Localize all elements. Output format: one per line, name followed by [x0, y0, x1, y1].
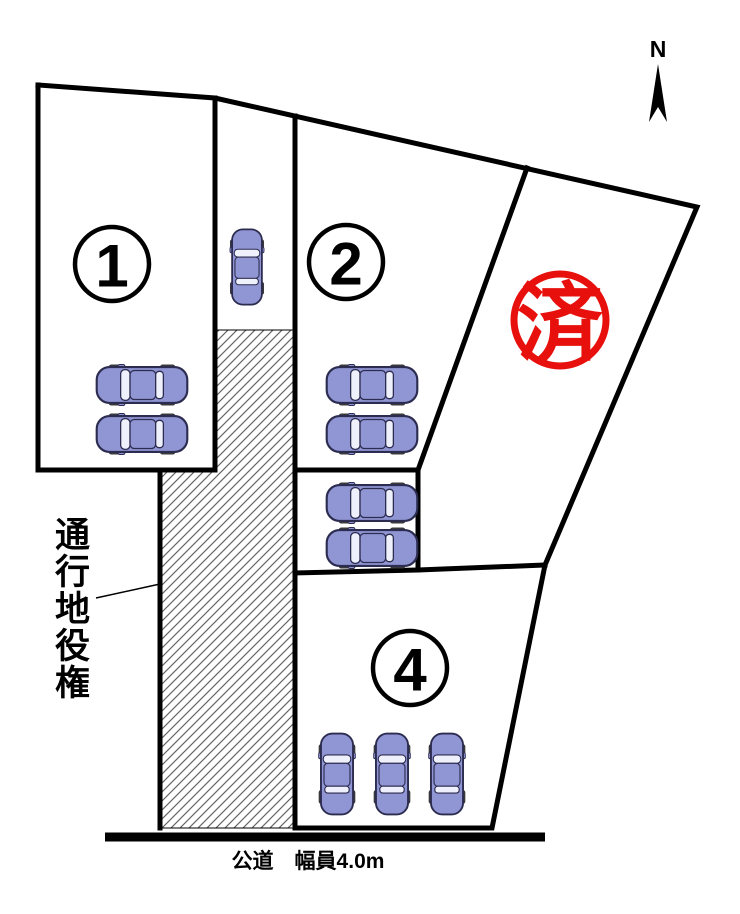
- lot1-left-bottom-boundary: [35, 82, 218, 473]
- lot-1-number: 1: [95, 233, 128, 300]
- sold-stamp-text: 済: [517, 276, 604, 372]
- car-icon: [325, 526, 419, 570]
- lot-1-label: 1: [72, 224, 152, 304]
- car-icon: [228, 228, 266, 306]
- easement-label: 通行地役権: [50, 516, 89, 701]
- plot-area: [38, 85, 697, 828]
- sold-stamp: 済: [510, 270, 610, 372]
- car-icon: [325, 363, 419, 407]
- lot-4-number: 4: [393, 637, 427, 704]
- car-icon: [427, 732, 467, 816]
- lot-2-label: 2: [306, 222, 386, 302]
- car-icon: [325, 481, 419, 525]
- car-icon: [95, 363, 189, 407]
- car-icon: [95, 412, 189, 456]
- car-icon: [325, 412, 419, 456]
- car-icon: [372, 732, 412, 816]
- north-arrow-icon: [649, 64, 667, 122]
- lot-2-number: 2: [329, 231, 362, 298]
- compass: N: [649, 36, 667, 122]
- car-icon: [317, 732, 357, 816]
- easement-leader-line: [95, 583, 161, 599]
- road-label: 公道 幅員4.0m: [232, 849, 385, 873]
- lot-2-circle: [306, 222, 386, 302]
- lot-1-circle: [72, 224, 152, 304]
- lot-4-circle: [370, 628, 450, 708]
- lot-4-label: 4: [370, 628, 450, 708]
- lot4-top-boundary: [292, 562, 548, 576]
- sold-stamp-circle: [510, 270, 610, 370]
- plot-outline: [35, 82, 701, 831]
- compass-north-label: N: [650, 36, 667, 62]
